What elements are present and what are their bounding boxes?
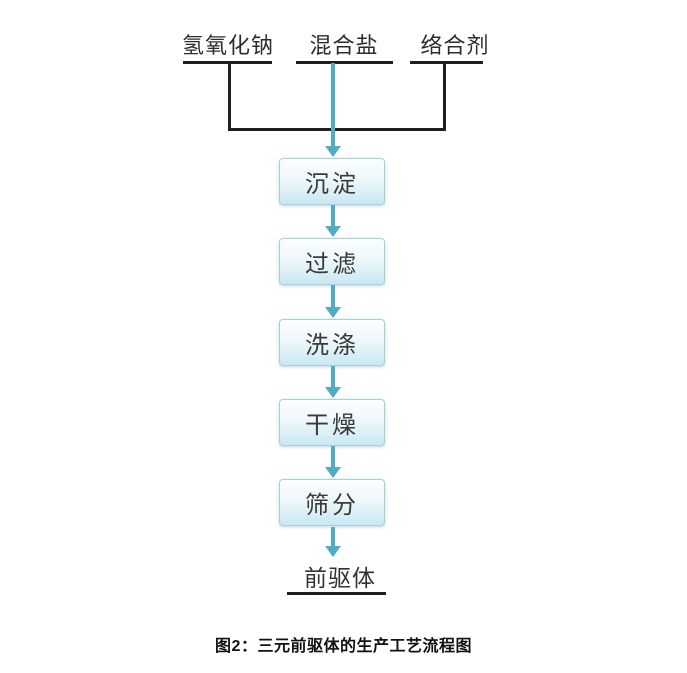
step-label: 干燥 bbox=[305, 412, 359, 439]
arrow-stem bbox=[331, 446, 335, 467]
step-box-washing: 洗涤 bbox=[279, 319, 385, 366]
arrow-stem bbox=[331, 205, 335, 226]
step-label: 过滤 bbox=[305, 251, 359, 278]
arrow-head-icon bbox=[325, 307, 341, 318]
step-box-filtration: 过滤 bbox=[279, 238, 385, 285]
figure-caption: 图2：三元前驱体的生产工艺流程图 bbox=[215, 638, 472, 655]
step-label: 沉淀 bbox=[305, 171, 359, 198]
arrow-head-icon bbox=[325, 226, 341, 237]
input-label-mixed-salt: 混合盐 bbox=[309, 33, 379, 58]
arrow-stem bbox=[331, 527, 335, 546]
connector-bottom-horizontal bbox=[228, 128, 446, 131]
arrow-head-icon bbox=[325, 387, 341, 398]
step-label: 洗涤 bbox=[305, 332, 359, 359]
connector-left-vertical bbox=[228, 62, 231, 131]
arrow-mixed-salt-to-precipitation bbox=[325, 63, 341, 157]
underline-mixed-salt bbox=[296, 61, 393, 64]
underline-sodium-hydroxide bbox=[183, 61, 272, 64]
connector-right-vertical bbox=[443, 62, 446, 131]
arrow-drying-to-sieving bbox=[325, 446, 341, 478]
arrow-sieving-to-precursor bbox=[325, 527, 341, 557]
step-box-precipitation: 沉淀 bbox=[279, 158, 385, 205]
arrow-stem bbox=[331, 285, 335, 307]
arrow-head-icon bbox=[325, 146, 341, 157]
step-label: 筛分 bbox=[305, 492, 359, 519]
arrow-filtration-to-washing bbox=[325, 285, 341, 318]
arrow-precipitation-to-filtration bbox=[325, 205, 341, 237]
arrow-stem bbox=[331, 63, 335, 146]
arrow-stem bbox=[331, 366, 335, 387]
underline-complexing-agent bbox=[410, 61, 483, 64]
output-label-precursor: 前驱体 bbox=[304, 565, 376, 591]
arrow-washing-to-drying bbox=[325, 366, 341, 398]
arrow-head-icon bbox=[325, 467, 341, 478]
step-box-sieving: 筛分 bbox=[279, 479, 385, 526]
arrow-head-icon bbox=[325, 546, 341, 557]
input-label-sodium-hydroxide: 氢氧化钠 bbox=[181, 33, 274, 58]
underline-precursor bbox=[287, 592, 386, 595]
step-box-drying: 干燥 bbox=[279, 399, 385, 446]
input-label-complexing-agent: 络合剂 bbox=[420, 33, 490, 58]
